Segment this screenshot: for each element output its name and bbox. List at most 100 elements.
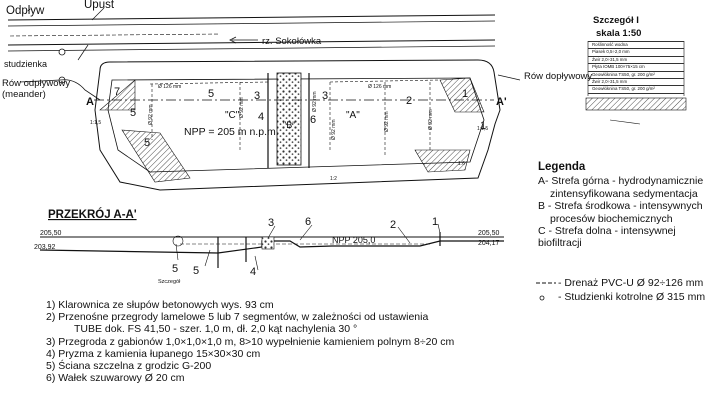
callout-number: 4 xyxy=(250,266,256,278)
slope-label-a: 1:1,5 xyxy=(90,120,101,126)
drain-d92-c: Ø 92 mm xyxy=(312,91,318,112)
river-line-3 xyxy=(7,45,496,52)
section-gabion xyxy=(261,236,275,250)
callout-number: 3 xyxy=(254,90,260,102)
drain-d126-b: Ø 126 mm xyxy=(368,84,391,90)
detail-row: Piasek 0,5÷2,0 mm xyxy=(588,49,684,57)
outflow-label: Odpływ xyxy=(6,5,45,17)
callout-number: 6 xyxy=(305,216,311,228)
callout-number: 2 xyxy=(390,219,396,231)
outflow-ditch-label-2: (meander) xyxy=(2,89,46,100)
well-symbol xyxy=(58,48,66,56)
callout-number: 5 xyxy=(208,88,214,100)
drain-d92-f: Ø 92 mm xyxy=(428,109,434,130)
note-item: 2) Przenośne przegrody lamelowe 5 lub 7 … xyxy=(46,311,429,324)
detail-box xyxy=(585,41,687,125)
section-view xyxy=(39,223,504,271)
spillway-line xyxy=(77,7,105,61)
section-leaders xyxy=(175,223,441,271)
legend-drain: - Drenaż PVC-U Ø 92÷126 mm xyxy=(558,277,704,289)
section-npp: NPP 205,0 xyxy=(332,235,375,245)
elev-left-bottom: 203,92 xyxy=(34,244,56,251)
outflow-pipe xyxy=(9,33,221,37)
note-item: 6) Wałek szuwarowy Ø 20 cm xyxy=(46,372,185,385)
legend-well-symbol xyxy=(539,295,545,301)
detail-row: Roślinność wodna xyxy=(588,42,684,50)
river-arrow xyxy=(229,36,258,44)
drains xyxy=(149,79,441,155)
legend-entry-b-cont: procesów biochemicznych xyxy=(550,212,673,225)
detail-scale: skala 1:50 xyxy=(596,28,641,39)
left-slope-top xyxy=(99,79,136,111)
left-slope-bottom xyxy=(121,129,191,183)
right-slope-bottom xyxy=(414,149,471,173)
detail-row: Żwir 2,0÷31,5 mm xyxy=(588,79,684,87)
zone-a-label: "A" xyxy=(346,110,360,121)
plan-view xyxy=(7,7,521,191)
elev-right-bottom: 204,17 xyxy=(478,240,500,247)
note-item: 1) Klarownica ze słupów betonowych wys. … xyxy=(46,299,274,311)
callout-number: 5 xyxy=(144,137,150,149)
legend-title: Legenda xyxy=(538,161,586,173)
section-title: PRZEKRÓJ A-A' xyxy=(48,208,137,221)
legend-entry-a-cont: zintensyfikowana sedymentacja xyxy=(550,187,698,200)
notes-list: 1) Klarownica ze słupów betonowych wys. … xyxy=(46,299,466,384)
callout-number: 1 xyxy=(432,216,438,228)
detail-row: Płyta IOMB 100×75×15 cm xyxy=(588,64,684,72)
note-item: 4) Pryzma z kamienia łupanego 15×30×30 c… xyxy=(46,347,261,360)
slope-label-d: 1:2 xyxy=(330,176,337,182)
detail-layers-table: Roślinność wodna Piasek 0,5÷2,0 mm Żwir … xyxy=(588,41,684,94)
callout-number: 4 xyxy=(258,111,264,123)
callout-number: 6 xyxy=(310,114,316,126)
meander xyxy=(19,79,101,101)
drain-d92-e: Ø 92 mm xyxy=(384,111,390,132)
section-detail-ref: Szczegół xyxy=(158,279,181,285)
drain-d92-a: Ø 92 mm xyxy=(148,104,154,125)
note-item: TUBE dok. FS 41,50 - szer. 1,0 m, dł. 2,… xyxy=(74,323,358,336)
callout-number: 7 xyxy=(114,86,120,98)
pond-outline xyxy=(94,59,501,191)
river-line xyxy=(7,20,496,27)
callout-number: 1 xyxy=(462,88,468,100)
note-item: 3) Przegroda z gabionów 1,0×1,0×1,0 m, 8… xyxy=(46,335,455,348)
npp-label: NPP = 205 m n.p.m. xyxy=(184,126,279,138)
elev-right-top: 205,50 xyxy=(478,230,500,237)
callout-number: 5 xyxy=(193,265,199,277)
callout-number: 3 xyxy=(322,90,328,102)
section-callout-group: 3 6 2 1 5 5 4 xyxy=(172,216,438,278)
detail-title: Szczegół I xyxy=(593,15,639,26)
river-line-top xyxy=(7,14,496,21)
legend: Legenda A- Strefa górna - hydrodynamiczn… xyxy=(538,161,714,250)
detail-leader xyxy=(609,119,641,125)
gabion-barrier xyxy=(276,72,302,166)
zone-b-label: "B" xyxy=(283,120,295,130)
detail-row: Geowłóknina TS50, gr. 200 g/m² xyxy=(588,86,684,94)
well-label: studzienka xyxy=(4,59,47,69)
detail-hatch xyxy=(585,97,687,111)
river-label: rz. Sokołówka xyxy=(262,36,322,47)
legend-entry-b: B - Strefa środkowa - intensywnych xyxy=(538,200,703,213)
callout-number: 3 xyxy=(268,217,274,229)
callout-number: 2 xyxy=(406,95,412,107)
note-item: 5) Ściana szczelna z grodzic G-200 xyxy=(46,360,212,373)
callout-number: 5 xyxy=(172,263,178,275)
right-slope-top xyxy=(439,77,485,113)
inflow-ditch-label: Rów dopływowy xyxy=(524,71,592,82)
legend-entry-c: C - Strefa dolna - intensywnej biofiltra… xyxy=(538,225,676,250)
section-mark-left: A xyxy=(86,96,94,108)
detail-ref-circle xyxy=(172,235,184,247)
river-line-2 xyxy=(7,39,496,46)
callout-number: 1 xyxy=(480,120,486,132)
drain-d126-a: Ø 126 mm xyxy=(158,84,181,90)
slope-label-c: 1:6 xyxy=(458,161,465,167)
zone-c-label: "C" xyxy=(225,110,240,121)
inflow-line xyxy=(497,74,521,81)
spillway-label: Upust xyxy=(84,0,115,11)
detail-row: Żwir 2,0÷31,5 mm xyxy=(588,57,684,65)
slope-label-b: 1:1,5 xyxy=(477,126,488,132)
symbol-legend: - Drenaż PVC-U Ø 92÷126 mm - Studzienki … xyxy=(534,276,705,304)
drain-d92-b: Ø 92 mm xyxy=(239,97,245,118)
callout-number: 5 xyxy=(130,107,136,119)
